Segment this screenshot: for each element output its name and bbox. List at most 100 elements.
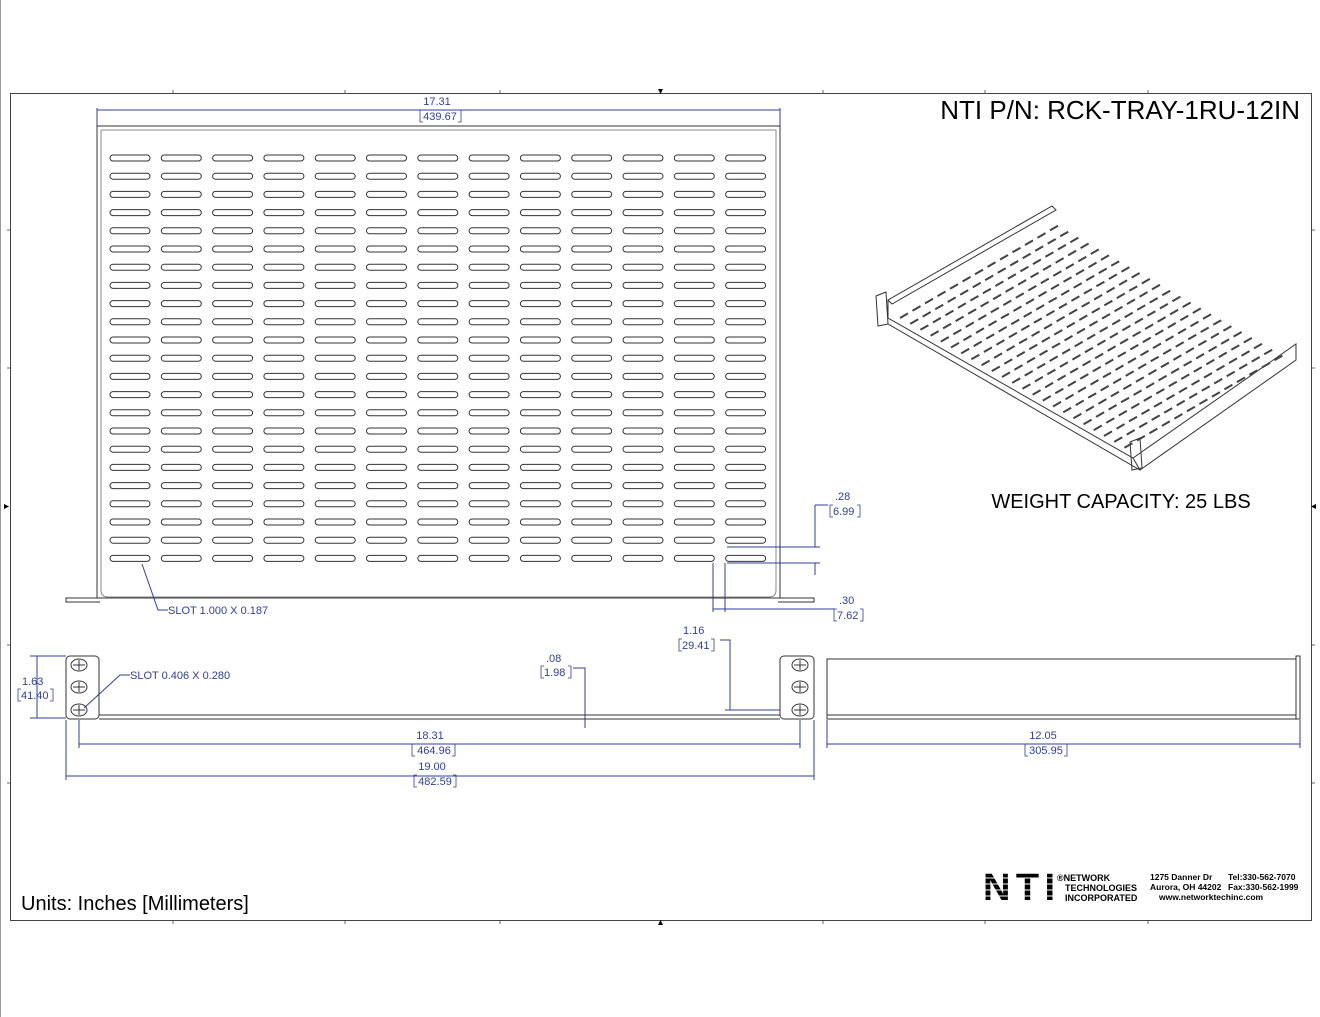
vent-slot bbox=[314, 518, 356, 526]
iso-vent-slot bbox=[944, 309, 954, 317]
iso-vent-slot bbox=[1073, 282, 1083, 289]
iso-vent-slot bbox=[1068, 308, 1078, 315]
vent-slot bbox=[417, 463, 459, 471]
iso-vent-slot bbox=[1218, 351, 1228, 358]
iso-vent-slot bbox=[1110, 390, 1120, 398]
iso-vent-slot bbox=[1149, 297, 1159, 304]
vent-slot bbox=[571, 500, 613, 508]
vent-slot bbox=[366, 500, 407, 508]
vent-slot bbox=[468, 463, 510, 471]
vent-slot bbox=[519, 281, 561, 289]
iso-vent-slot bbox=[1061, 348, 1071, 355]
vent-slot bbox=[263, 391, 305, 399]
vent-slot bbox=[212, 536, 254, 544]
vent-slot bbox=[314, 500, 356, 508]
vent-slot bbox=[212, 354, 254, 362]
iso-vent-slot bbox=[974, 268, 984, 276]
vent-slot bbox=[571, 372, 613, 380]
vent-slot bbox=[571, 281, 613, 289]
vent-slot bbox=[571, 518, 613, 526]
vent-slot bbox=[725, 391, 767, 399]
iso-vent-slot bbox=[1101, 313, 1111, 320]
iso-vent-slot bbox=[983, 346, 993, 353]
iso-vent-slot bbox=[1037, 232, 1046, 239]
iso-vent-slot bbox=[1082, 360, 1092, 367]
vent-slot bbox=[417, 300, 459, 308]
iso-vent-slot bbox=[1094, 352, 1104, 360]
vent-slot bbox=[366, 281, 407, 289]
iso-vent-slot bbox=[1102, 371, 1112, 379]
iso-vent-slot bbox=[1109, 332, 1119, 339]
vent-slot bbox=[725, 518, 767, 526]
vent-slot bbox=[109, 500, 151, 508]
vent-slot bbox=[468, 172, 510, 180]
iso-vent-slot bbox=[1216, 364, 1225, 372]
iso-right-ear bbox=[1129, 437, 1143, 471]
iso-vent-slot bbox=[960, 347, 970, 355]
iso-vent-slot bbox=[1134, 317, 1144, 324]
iso-vent-slot bbox=[947, 296, 957, 303]
iso-vent-slot bbox=[1105, 417, 1115, 424]
iso-vent-slot bbox=[1098, 267, 1108, 274]
iso-vent-slot bbox=[1016, 351, 1026, 358]
iso-vent-slot bbox=[1057, 244, 1067, 251]
iso-vent-slot bbox=[1087, 392, 1097, 399]
vent-slot bbox=[314, 427, 356, 435]
vent-slot bbox=[109, 536, 151, 544]
vent-slot bbox=[519, 427, 561, 435]
iso-vent-slot bbox=[1041, 336, 1051, 343]
iso-vent-slot bbox=[1059, 230, 1069, 238]
iso-vent-slot bbox=[1228, 357, 1238, 364]
iso-vent-slot bbox=[999, 254, 1009, 261]
iso-vent-slot bbox=[1135, 376, 1145, 383]
vent-slot bbox=[468, 154, 510, 162]
iso-vent-slot bbox=[1034, 376, 1044, 383]
iso-vent-slot bbox=[1118, 279, 1128, 286]
iso-vent-slot bbox=[1138, 421, 1148, 429]
vent-slot bbox=[160, 209, 202, 217]
vent-slot bbox=[212, 372, 254, 380]
vent-slot bbox=[622, 336, 664, 344]
iso-vent-slot bbox=[988, 320, 997, 327]
dim-inner-width-in: 18.31 bbox=[416, 730, 444, 742]
vent-slot bbox=[160, 318, 202, 326]
vent-slot bbox=[314, 554, 356, 562]
part-number-title: NTI P/N: RCK-TRAY-1RU-12IN bbox=[940, 95, 1300, 125]
vent-slot bbox=[160, 281, 202, 289]
iso-vent-slot bbox=[1136, 435, 1146, 442]
vent-slot bbox=[622, 318, 664, 326]
vent-slot bbox=[263, 554, 305, 562]
vent-slot bbox=[417, 372, 459, 380]
vent-slot bbox=[725, 445, 767, 453]
vent-slot bbox=[109, 209, 151, 217]
vent-slot bbox=[160, 409, 202, 417]
vent-slot bbox=[366, 427, 407, 435]
vent-slot bbox=[468, 227, 510, 235]
iso-vent-slot bbox=[1116, 423, 1125, 430]
vent-slot bbox=[109, 518, 151, 526]
iso-vent-slot bbox=[1170, 367, 1180, 374]
vent-slot bbox=[417, 318, 459, 326]
iso-vent-slot bbox=[940, 336, 950, 343]
vent-slot bbox=[263, 463, 305, 471]
iso-vent-slot bbox=[1213, 378, 1223, 385]
iso-vent-slot bbox=[1248, 369, 1258, 376]
iso-vent-slot bbox=[1162, 348, 1172, 355]
vent-slot bbox=[366, 391, 407, 399]
company-info: ®NETWORK TECHNOLOGIES INCORPORATED 1275 … bbox=[1057, 872, 1299, 903]
iso-vent-slot bbox=[1152, 342, 1162, 349]
iso-vent-slot bbox=[1129, 344, 1139, 351]
vent-slot bbox=[366, 154, 407, 162]
iso-vent-slot bbox=[998, 326, 1008, 333]
iso-vent-slot bbox=[1113, 436, 1123, 443]
iso-vent-slot bbox=[1141, 278, 1151, 285]
vent-slot bbox=[622, 281, 664, 289]
iso-vent-slot bbox=[1175, 341, 1185, 348]
iso-vent-slot bbox=[1070, 295, 1080, 302]
iso-vent-slot bbox=[1092, 365, 1102, 373]
vent-slot bbox=[314, 172, 356, 180]
iso-vent-slot bbox=[1111, 319, 1121, 326]
vent-slot bbox=[263, 172, 305, 180]
iso-vent-slot bbox=[1024, 239, 1034, 246]
iso-vent-slot bbox=[1143, 395, 1153, 402]
